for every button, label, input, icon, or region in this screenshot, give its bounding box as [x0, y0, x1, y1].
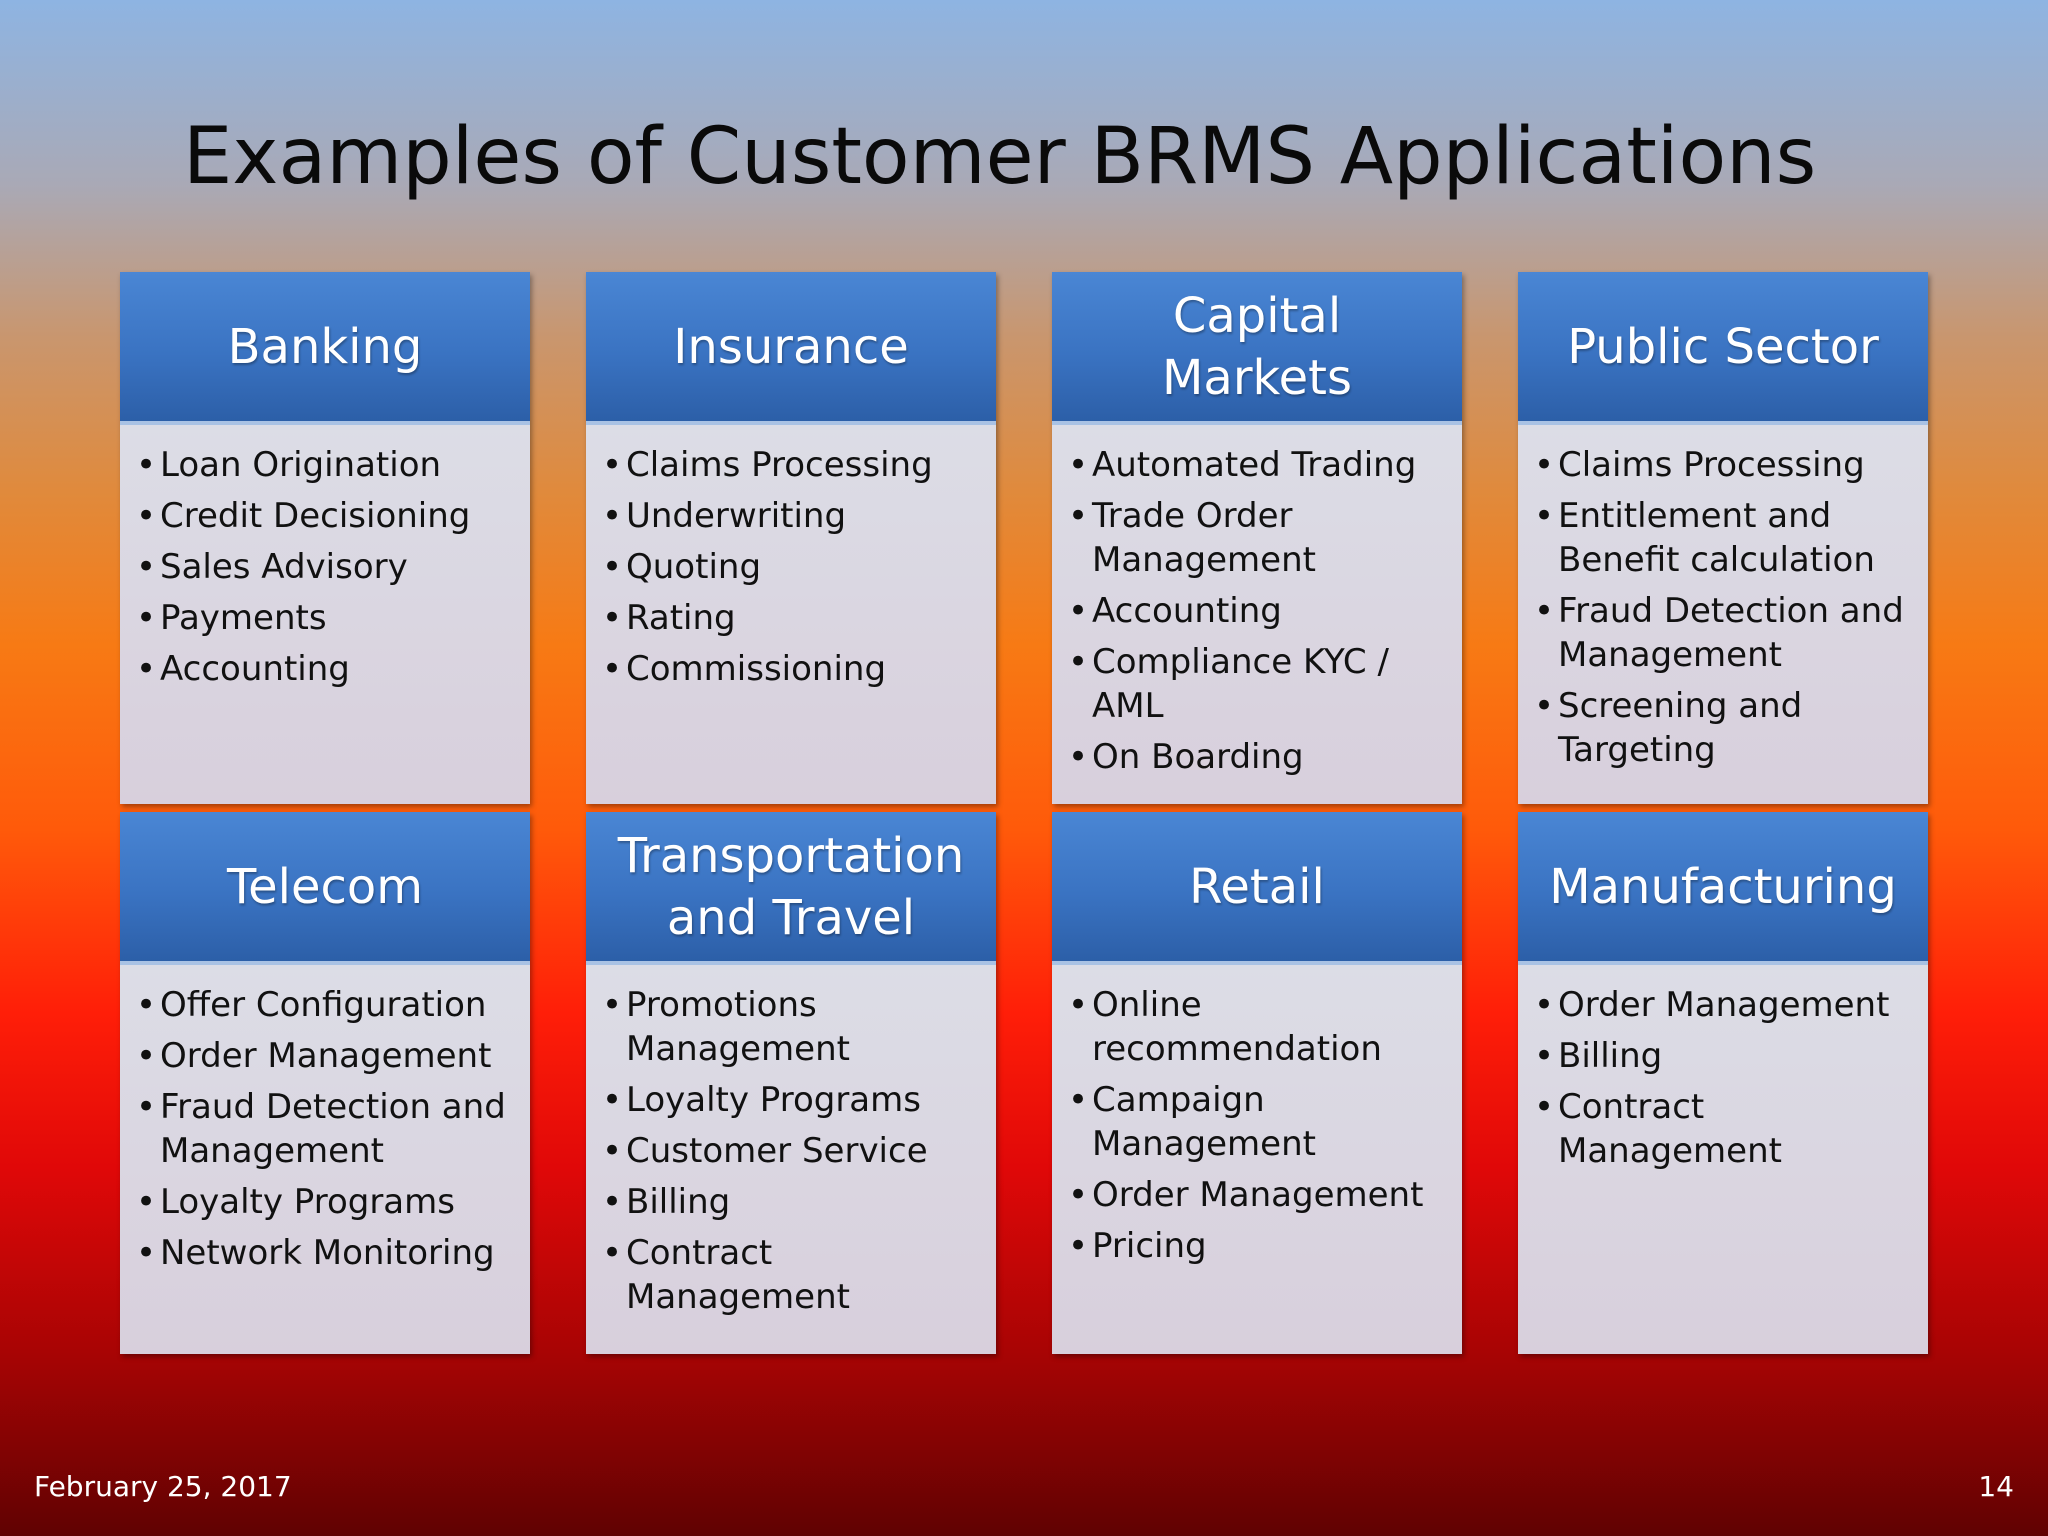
item-list: Claims Processing Entitlement and Benefi…	[1532, 443, 1914, 772]
list-item: Credit Decisioning	[134, 494, 516, 538]
list-item: Underwriting	[600, 494, 982, 538]
list-item: Automated Trading	[1066, 443, 1448, 487]
card-header: Capital Markets	[1052, 272, 1462, 425]
list-item: Accounting	[134, 647, 516, 691]
list-item: Contract Management	[1532, 1085, 1798, 1173]
list-item: Loyalty Programs	[600, 1078, 982, 1122]
card-body: Promotions Management Loyalty Programs C…	[586, 965, 996, 1354]
card-header: Transportation and Travel	[586, 812, 996, 965]
card-insurance: Insurance Claims Processing Underwriting…	[586, 272, 996, 804]
card-telecom: Telecom Offer Configuration Order Manage…	[120, 812, 530, 1354]
card-body: Online recommendation Campaign Managemen…	[1052, 965, 1462, 1354]
card-heading: Telecom	[226, 858, 424, 915]
card-heading: Banking	[227, 318, 423, 375]
card-body: Automated Trading Trade Order Management…	[1052, 425, 1462, 804]
card-retail: Retail Online recommendation Campaign Ma…	[1052, 812, 1462, 1354]
card-capital-markets: Capital Markets Automated Trading Trade …	[1052, 272, 1462, 804]
list-item: Accounting	[1066, 589, 1448, 633]
list-item: Screening and Targeting	[1532, 684, 1818, 772]
card-header: Telecom	[120, 812, 530, 965]
card-manufacturing: Manufacturing Order Management Billing C…	[1518, 812, 1928, 1354]
list-item: Campaign Management	[1066, 1078, 1352, 1166]
card-header: Public Sector	[1518, 272, 1928, 425]
list-item: Contract Management	[600, 1231, 866, 1319]
item-list: Automated Trading Trade Order Management…	[1066, 443, 1448, 779]
card-body: Order Management Billing Contract Manage…	[1518, 965, 1928, 1354]
list-item: Pricing	[1066, 1224, 1448, 1268]
card-heading: Insurance	[673, 318, 909, 375]
card-body: Loan Origination Credit Decisioning Sale…	[120, 425, 530, 804]
list-item: Online recommendation	[1066, 983, 1392, 1071]
list-item: Customer Service	[600, 1129, 982, 1173]
card-header: Retail	[1052, 812, 1462, 965]
item-list: Order Management Billing Contract Manage…	[1532, 983, 1914, 1173]
card-body: Claims Processing Entitlement and Benefi…	[1518, 425, 1928, 804]
card-body: Offer Configuration Order Management Fra…	[120, 965, 530, 1354]
item-list: Online recommendation Campaign Managemen…	[1066, 983, 1448, 1268]
card-header: Insurance	[586, 272, 996, 425]
list-item: Claims Processing	[600, 443, 982, 487]
card-public-sector: Public Sector Claims Processing Entitlem…	[1518, 272, 1928, 804]
list-item: Order Management	[1532, 983, 1914, 1027]
card-banking: Banking Loan Origination Credit Decision…	[120, 272, 530, 804]
list-item: Loan Origination	[134, 443, 516, 487]
item-list: Loan Origination Credit Decisioning Sale…	[134, 443, 516, 691]
list-item: Rating	[600, 596, 982, 640]
footer-date: February 25, 2017	[34, 1470, 292, 1503]
card-header: Banking	[120, 272, 530, 425]
card-transportation-travel: Transportation and Travel Promotions Man…	[586, 812, 996, 1354]
list-item: Order Management	[134, 1034, 516, 1078]
list-item: Sales Advisory	[134, 545, 516, 589]
card-heading: Transportation and Travel	[617, 827, 965, 946]
item-list: Claims Processing Underwriting Quoting R…	[600, 443, 982, 691]
list-item: Fraud Detection and Management	[1532, 589, 1914, 677]
list-item: Network Monitoring	[134, 1231, 516, 1275]
list-item: Order Management	[1066, 1173, 1448, 1217]
list-item: Commissioning	[600, 647, 982, 691]
list-item: Quoting	[600, 545, 982, 589]
list-item: Promotions Management	[600, 983, 866, 1071]
list-item: Offer Configuration	[134, 983, 516, 1027]
list-item: Fraud Detection and Management	[134, 1085, 516, 1173]
card-heading: Retail	[1189, 858, 1325, 915]
list-item: Entitlement and Benefit calculation	[1532, 494, 1878, 582]
item-list: Offer Configuration Order Management Fra…	[134, 983, 516, 1275]
list-item: Claims Processing	[1532, 443, 1914, 487]
list-item: Loyalty Programs	[134, 1180, 516, 1224]
applications-grid: Banking Loan Origination Credit Decision…	[120, 272, 1930, 1354]
item-list: Promotions Management Loyalty Programs C…	[600, 983, 982, 1319]
slide-title: Examples of Customer BRMS Applications	[183, 112, 1817, 202]
card-header: Manufacturing	[1518, 812, 1928, 965]
card-heading: Public Sector	[1567, 318, 1879, 375]
list-item: Billing	[600, 1180, 982, 1224]
list-item: Trade Order Management	[1066, 494, 1352, 582]
list-item: Compliance KYC / AML	[1066, 640, 1412, 728]
card-heading: Manufacturing	[1549, 858, 1897, 915]
page-number: 14	[1978, 1470, 2014, 1503]
list-item: Billing	[1532, 1034, 1914, 1078]
card-heading: Capital Markets	[1161, 287, 1352, 406]
list-item: On Boarding	[1066, 735, 1448, 779]
card-body: Claims Processing Underwriting Quoting R…	[586, 425, 996, 804]
list-item: Payments	[134, 596, 516, 640]
